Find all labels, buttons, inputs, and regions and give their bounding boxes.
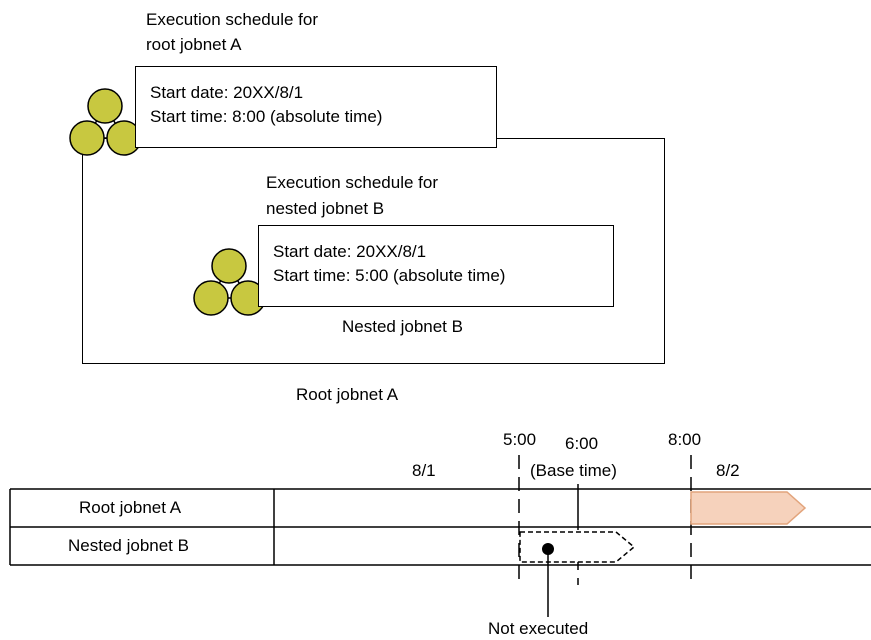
- date-1-label: 8/1: [412, 461, 436, 480]
- nested-schedule-title-line2: nested jobnet B: [266, 199, 385, 218]
- time-8-label: 8:00: [668, 430, 702, 449]
- root-schedule-title-line1: Execution schedule for: [146, 10, 318, 29]
- nested-start-time-front: Start time: 5:00 (absolute time): [273, 266, 506, 285]
- nested-jobnet-not-executed-arrow: [519, 531, 636, 563]
- nested-schedule-box-front: Start date: 20XX/8/1 Start time: 5:00 (a…: [258, 225, 614, 307]
- row-label-nested-jobnet: Nested jobnet B: [68, 536, 189, 555]
- time-5-label: 5:00: [503, 430, 537, 449]
- time-6-label: 6:00: [565, 434, 599, 453]
- nested-jobnet-icon: [193, 248, 266, 316]
- root-schedule-title-line2: root jobnet A: [146, 35, 242, 54]
- root-start-date-front: Start date: 20XX/8/1: [150, 83, 304, 102]
- root-jobnet-execution-arrow: [690, 491, 807, 525]
- root-jobnet-icon: [69, 88, 142, 156]
- nested-jobnet-label: Nested jobnet B: [342, 317, 463, 336]
- root-jobnet-label: Root jobnet A: [296, 385, 399, 404]
- base-time-label: (Base time): [530, 461, 617, 480]
- nested-start-date-front: Start date: 20XX/8/1: [273, 242, 427, 261]
- root-schedule-box-front: Start date: 20XX/8/1 Start time: 8:00 (a…: [135, 66, 497, 148]
- root-start-time-front: Start time: 8:00 (absolute time): [150, 107, 383, 126]
- row-label-root-jobnet: Root jobnet A: [79, 498, 182, 517]
- not-executed-label: Not executed: [488, 619, 589, 638]
- nested-schedule-title-line1: Execution schedule for: [266, 173, 438, 192]
- date-2-label: 8/2: [716, 461, 740, 480]
